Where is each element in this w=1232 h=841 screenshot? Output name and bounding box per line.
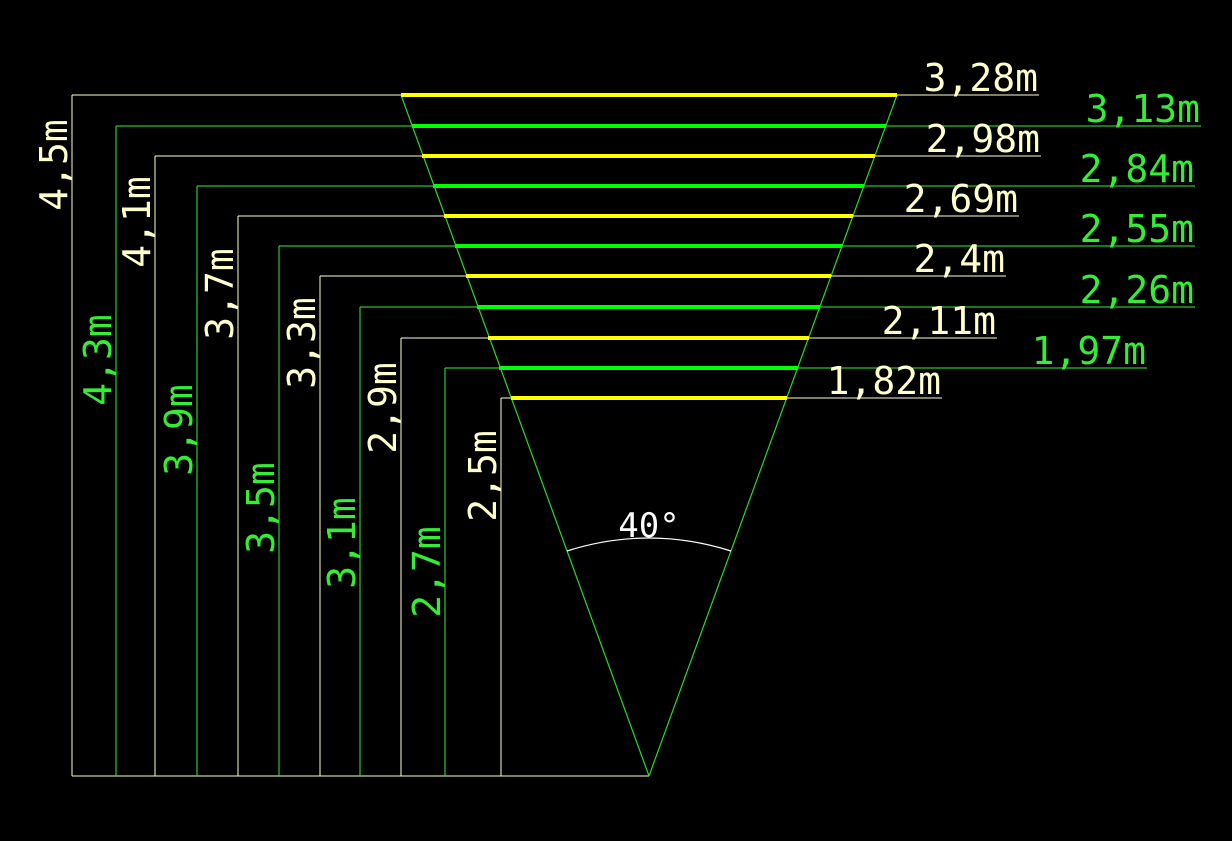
height-label: 2,7m [405,526,449,618]
cone-right-edge [648,94,898,777]
height-label: 2,9m [361,362,405,454]
height-label: 4,1m [115,176,159,268]
width-label: 3,13m [1086,87,1200,131]
height-label: 3,1m [320,497,364,589]
height-label: 4,5m [32,119,76,211]
width-label: 2,69m [904,177,1018,221]
width-label: 2,84m [1080,147,1194,191]
angle-label: 40° [618,506,679,546]
height-label: 3,5m [239,462,283,554]
width-bars-group [401,93,897,400]
width-label: 2,26m [1080,268,1194,312]
width-label: 2,11m [882,299,996,343]
cone-left-edge [400,94,650,777]
height-label: 4,3m [76,314,120,406]
width-label: 1,97m [1032,329,1146,373]
cone-outline [400,94,898,777]
width-label: 2,55m [1080,207,1194,251]
height-dimension-group: 4,5m 4,3m 4,1m 3,9m 3,7m 3,5m 3,3m 3,1m 2,9m 2,7m… [32,94,649,777]
height-label: 3,7m [198,248,242,340]
width-label: 3,28m [924,56,1038,100]
height-label: 3,3m [280,297,324,389]
width-label: 2,98m [926,117,1040,161]
height-label: 3,9m [157,384,201,476]
width-label: 1,82m [827,359,941,403]
width-labels-group: 3,28m 3,13m 2,98m 2,84m 2,69m 2,55m 2,4m 2,26m 2… [787,56,1201,403]
angle-annotation: 40° [566,506,732,552]
width-label: 2,4m [913,237,1005,281]
angle-arc [566,537,732,552]
height-label: 2,5m [461,430,505,522]
